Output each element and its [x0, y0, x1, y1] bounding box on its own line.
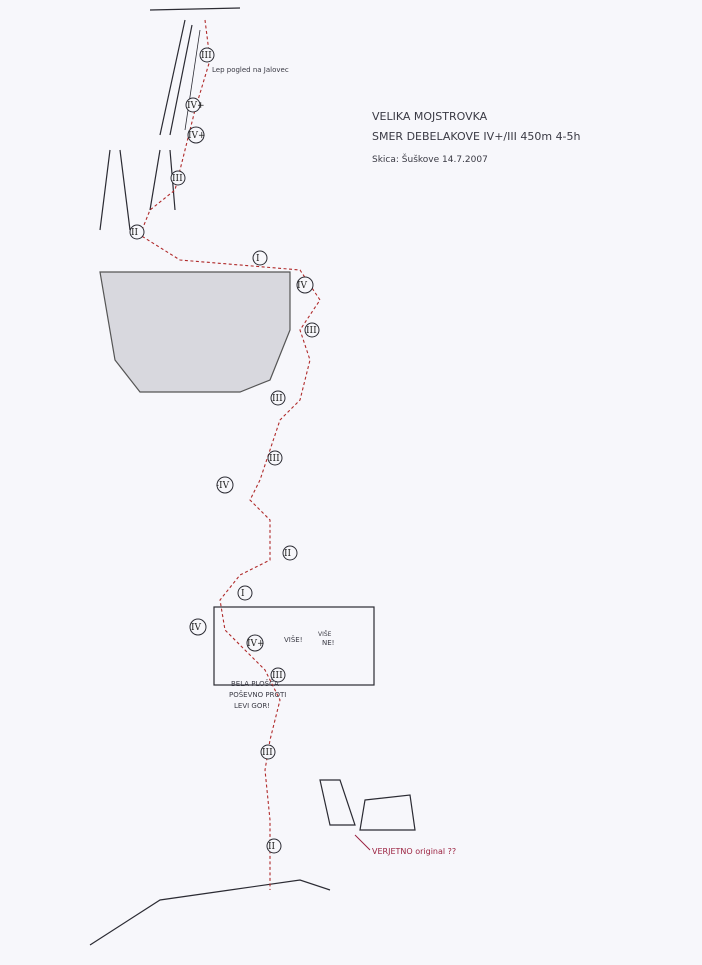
original-note: VERJETNO original ?? [372, 847, 456, 856]
wall-block [213, 606, 375, 686]
original-arrow [354, 834, 371, 851]
no-note-2: NE! [322, 639, 334, 647]
grade-label: II [131, 228, 139, 238]
sketch-credit: Skica: Šuškove 14.7.2007 [372, 153, 488, 165]
boulder-1 [319, 779, 356, 826]
route-line [139, 19, 321, 890]
grade-markers: III IV+ IV+ III II I IV III III III -IV … [129, 47, 320, 854]
view-note: Lep pogled na Jalovec [212, 66, 289, 74]
slab-note-3: LEVI GOR! [234, 702, 270, 710]
slab-note-2: POŠEVNO PROTI [229, 690, 286, 699]
grade-label: III [201, 51, 212, 61]
grade-label: III [306, 326, 317, 336]
grade-label: II [284, 549, 292, 559]
base-ridge [89, 879, 331, 946]
topo-title: VELIKA MOJSTROVKA [372, 110, 488, 123]
grade-label: II [268, 842, 276, 852]
summit-ridge [149, 7, 241, 11]
grade-label: III [262, 748, 273, 758]
grade-label: IV+ [247, 639, 265, 649]
snowfield [99, 271, 291, 393]
grade-label: III [172, 174, 183, 184]
upper-crack [184, 29, 201, 131]
no-note-1: VIŠE [318, 631, 332, 638]
grade-label: IV+ [187, 101, 205, 111]
up-yes-note: VIŠE! [284, 635, 303, 644]
route-summary: SMER DEBELAKOVE IV+/III 450m 4-5h [372, 130, 581, 143]
grade-label: -IV [216, 481, 230, 491]
grade-label: III [272, 671, 283, 681]
grade-label: III [269, 454, 280, 464]
left-buttress [99, 149, 131, 231]
grade-label: IV+ [188, 131, 206, 141]
upper-gully-wall [159, 19, 193, 136]
grade-label: IV [191, 623, 202, 633]
grade-label: I [256, 254, 260, 264]
grade-label: IV [297, 281, 308, 291]
grade-label: I [241, 589, 245, 599]
boulder-2 [359, 794, 416, 831]
grade-label: III [272, 394, 283, 404]
slab-note-1: BELA PLOŠČA [231, 679, 279, 688]
